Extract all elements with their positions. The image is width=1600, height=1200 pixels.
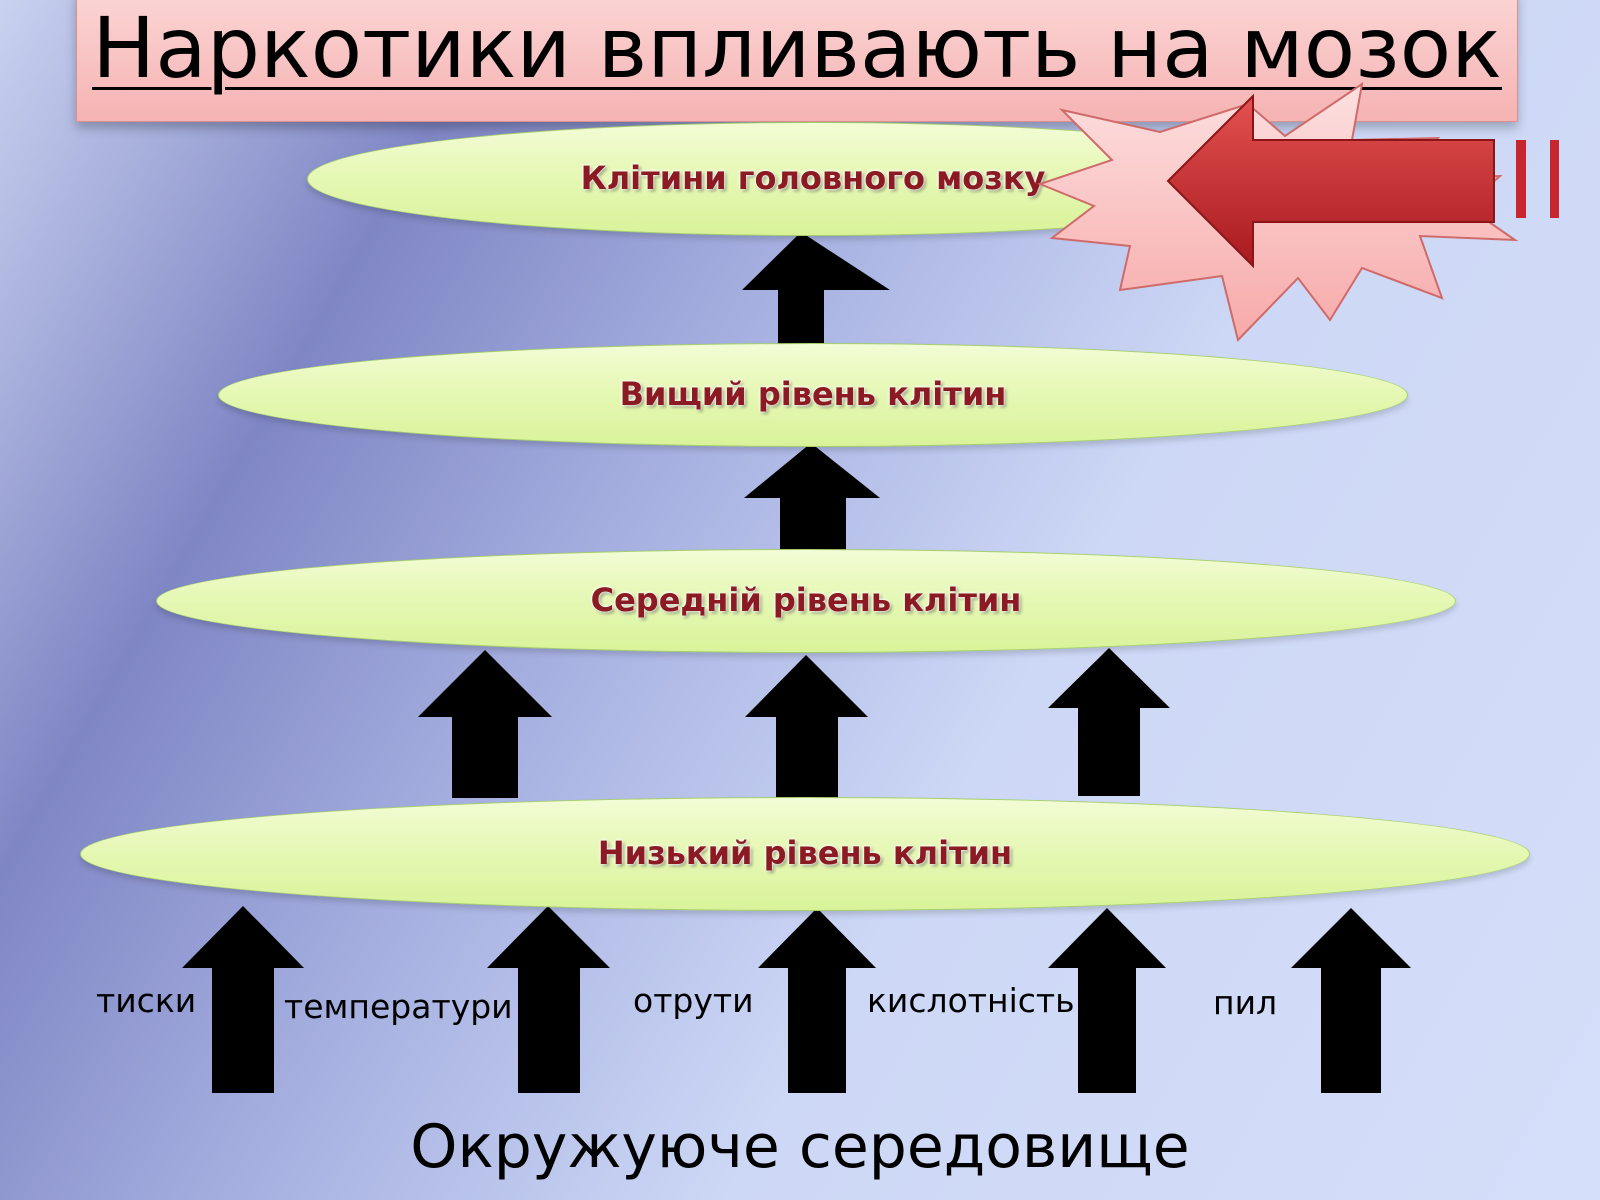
page-title: Наркотики впливають на мозок [92, 0, 1502, 97]
level-middle-cells: Середній рівень клітин [156, 549, 1456, 653]
up-arrow-icon [418, 650, 552, 798]
level-higher-cells: Вищий рівень клітин [218, 343, 1408, 447]
up-arrow-icon [758, 908, 876, 1093]
up-arrow-icon [745, 655, 868, 798]
environment-label: Окружуюче середовище [410, 1112, 1190, 1182]
level-brain-label: Клітини головного мозку [580, 159, 1046, 197]
up-arrow-icon [1048, 908, 1166, 1093]
level-middle-label: Середній рівень клітин [590, 581, 1022, 619]
up-arrow-icon [1048, 648, 1170, 796]
arrow-stripe-2 [1550, 140, 1559, 218]
up-arrow-icon [1291, 908, 1411, 1093]
title-banner: Наркотики впливають на мозок [76, 0, 1518, 122]
level-lower-cells: Низький рівень клітин [80, 797, 1530, 911]
factor-acidity-label: кислотність [867, 981, 1075, 1020]
factor-pressure-label: тиски [96, 981, 197, 1020]
up-arrow-icon [487, 906, 610, 1093]
up-arrow-icon [182, 906, 304, 1093]
level-higher-label: Вищий рівень клітин [619, 375, 1007, 413]
level-lower-label: Низький рівень клітин [597, 834, 1013, 872]
arrow-stripe-1 [1516, 140, 1526, 218]
factor-dust-label: пил [1213, 983, 1278, 1022]
up-arrow-icon [742, 232, 890, 344]
factor-temperature-label: температури [284, 987, 513, 1026]
pointer-left-arrow-icon [1166, 93, 1495, 269]
factor-poisons-label: отрути [633, 981, 754, 1020]
up-arrow-icon [744, 443, 880, 552]
